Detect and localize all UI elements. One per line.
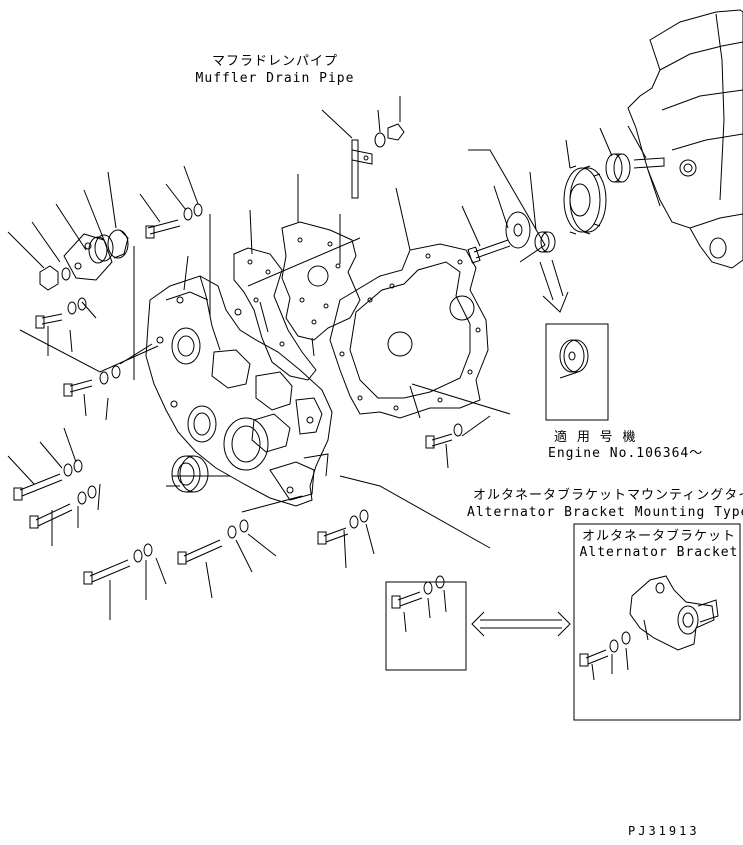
alternator-mounting-type-label-jp: オルタネータブラケットマウンティングタイプ	[473, 488, 743, 503]
front-oil-seal	[172, 456, 208, 492]
muffler-washer-nut	[375, 96, 404, 147]
front-plate-gasket	[234, 248, 316, 380]
alternator-bracket-label-jp: オルタネータブラケット	[581, 529, 737, 544]
timing-gear-case-gasket	[330, 244, 488, 418]
muffler-drain-pipe-label-jp: マフラドレンパイプ	[211, 54, 339, 69]
engine-number-label: Engine No.106364～	[548, 446, 704, 461]
mounting-inset-box	[386, 582, 466, 670]
thrust-washer	[468, 150, 545, 262]
alternator-bracket-box	[574, 524, 740, 720]
muffler-drain-pipe-bracket	[322, 110, 372, 264]
front-cover	[146, 276, 332, 506]
drawing-code: PJ31913	[628, 824, 700, 838]
muffler-drain-pipe-label: Muffler Drain Pipe	[195, 71, 355, 86]
washer-detail-box	[546, 324, 608, 420]
idler-hub	[606, 154, 664, 182]
down-arrow	[540, 260, 568, 312]
applicable-engine-label-jp: 適 用 号 機	[554, 430, 637, 445]
pump-assembly	[64, 230, 128, 280]
leader-lines	[8, 110, 660, 680]
pump-nut-washer	[40, 266, 70, 290]
double-arrow	[472, 612, 570, 636]
idler-bolt	[468, 240, 510, 263]
alternator-mounting-type-label: Alternator Bracket Mounting Type	[467, 505, 743, 520]
alternator-bracket-label: Alternator Bracket	[579, 545, 739, 560]
bolt-group	[14, 204, 630, 666]
crank-gear	[564, 166, 606, 234]
engine-block	[628, 10, 743, 268]
front-plate	[282, 222, 360, 340]
spacer-ring	[535, 232, 555, 252]
